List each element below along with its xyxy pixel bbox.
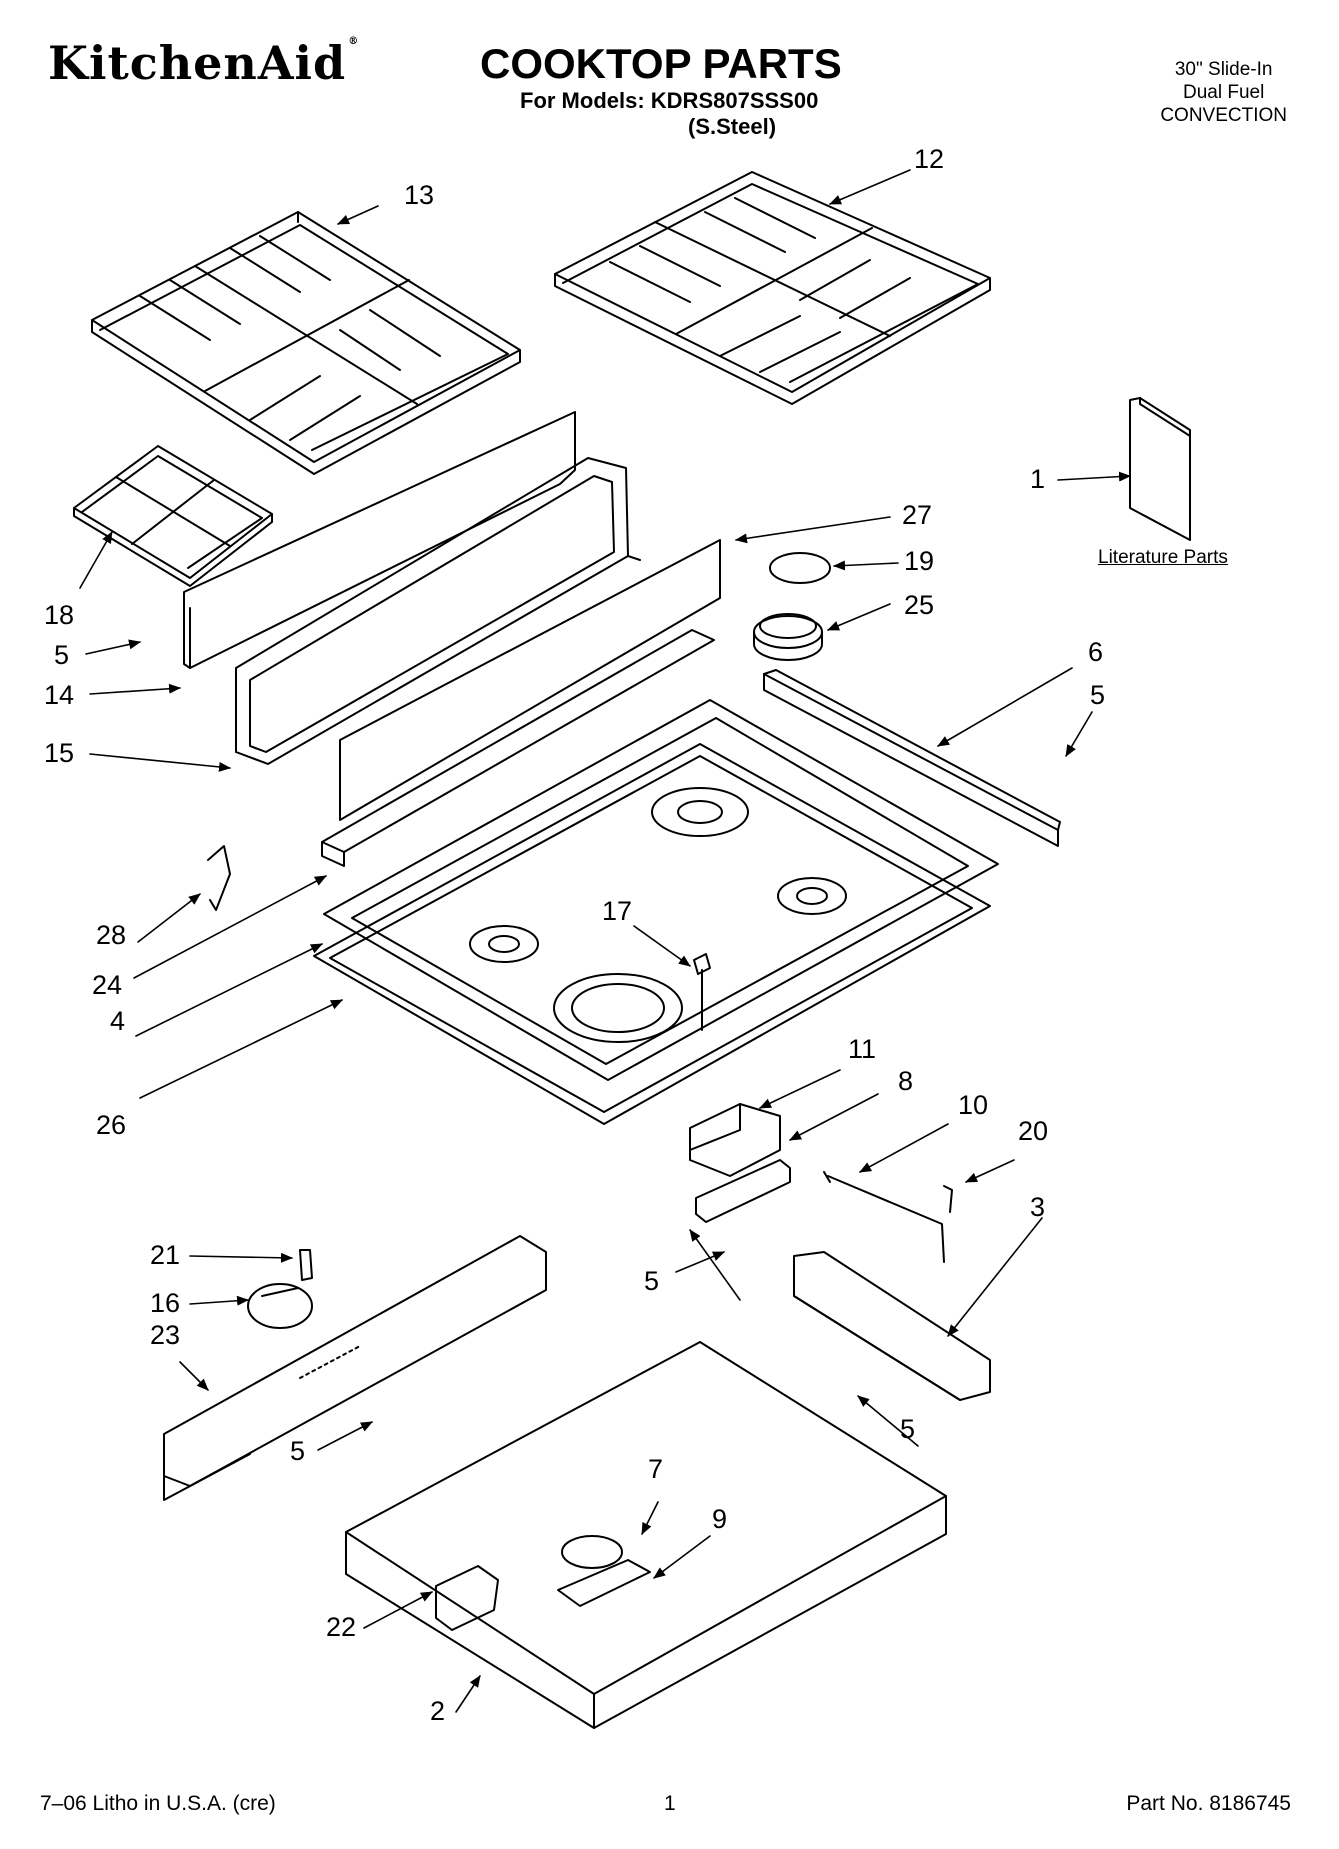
product-type-line: 30" Slide-In [1174, 59, 1273, 80]
callout-2: 2 [430, 1696, 446, 1726]
small-grate [73, 445, 273, 587]
clip [207, 845, 231, 911]
brand-name: KitchenAid [48, 36, 347, 90]
callout-10: 10 [958, 1090, 989, 1120]
callout-11: 11 [848, 1034, 877, 1064]
callout-7: 7 [648, 1454, 664, 1484]
side-trim [763, 669, 1061, 847]
models-line: For Models: KDRS807SSS00 [520, 88, 819, 113]
callout-1: 1 [1030, 464, 1046, 494]
side-bracket [793, 1251, 991, 1401]
callout-24: 24 [92, 970, 123, 1000]
screw [943, 1185, 953, 1213]
callout-5: 5 [644, 1266, 660, 1296]
callout-20: 20 [1018, 1116, 1049, 1146]
callout-9: 9 [712, 1504, 728, 1534]
screw [693, 953, 711, 1031]
page-number: 1 [664, 1792, 676, 1815]
gas-valve [247, 1283, 313, 1329]
callout-16: 16 [150, 1288, 181, 1318]
gasket [313, 743, 991, 1125]
burner-box [345, 1341, 947, 1729]
callout-28: 28 [96, 920, 127, 950]
callout-23: 23 [150, 1320, 181, 1350]
valve-assembly [435, 1565, 499, 1631]
callout-6: 6 [1088, 637, 1104, 667]
product-type-label: 30" Slide-In Dual Fuel CONVECTION [1160, 58, 1287, 127]
callout-4: 4 [110, 1006, 126, 1036]
mounting-bracket [695, 1159, 791, 1223]
callout-27: 27 [902, 500, 933, 530]
support-rod [827, 1175, 945, 1263]
product-type-line: Dual Fuel [1182, 82, 1265, 103]
burner-cap [769, 552, 831, 584]
callout-14: 14 [44, 680, 75, 710]
brand-registered-mark: ® [348, 36, 360, 47]
left-grate [91, 211, 521, 475]
callout-25: 25 [904, 590, 935, 620]
callout-5: 5 [290, 1436, 306, 1466]
trim-frame [235, 457, 641, 765]
callout-26: 26 [96, 1110, 127, 1140]
literature-parts-label: Literature Parts [1098, 547, 1228, 568]
callout-21: 21 [150, 1240, 181, 1270]
callout-8: 8 [898, 1066, 914, 1096]
spark-module [557, 1559, 651, 1607]
finish-label: (S.Steel) [688, 114, 777, 139]
litho-note: 7–06 Litho in U.S.A. (cre) [40, 1792, 276, 1815]
literature-parts [1129, 397, 1191, 541]
right-grate [554, 171, 991, 405]
screw [299, 1249, 313, 1281]
part-number: Part No. 8186745 [1126, 1792, 1291, 1815]
leader-lines [79, 169, 1131, 1713]
product-type-line: CONVECTION [1160, 105, 1287, 126]
callout-5: 5 [1090, 680, 1106, 710]
callout-13: 13 [404, 180, 435, 210]
callout-5: 5 [54, 640, 70, 670]
callout-17: 17 [602, 896, 633, 926]
callout-5: 5 [900, 1414, 916, 1444]
cooktop-main [323, 699, 999, 1081]
support-rod-end [823, 1171, 831, 1183]
callout-18: 18 [44, 600, 75, 630]
front-channel [163, 1235, 547, 1501]
rear-channel [321, 629, 715, 867]
callout-19: 19 [904, 546, 935, 576]
backguard-panel [183, 411, 576, 669]
vent-trim [339, 539, 721, 821]
callout-22: 22 [326, 1612, 357, 1642]
callout-12: 12 [914, 144, 945, 174]
brand-logo: KitchenAid® [48, 36, 359, 90]
callout-15: 15 [44, 738, 75, 768]
electronic-module [689, 1103, 781, 1177]
page-title: COOKTOP PARTS [480, 40, 842, 87]
burner-base [753, 613, 823, 661]
callout-3: 3 [1030, 1192, 1046, 1222]
